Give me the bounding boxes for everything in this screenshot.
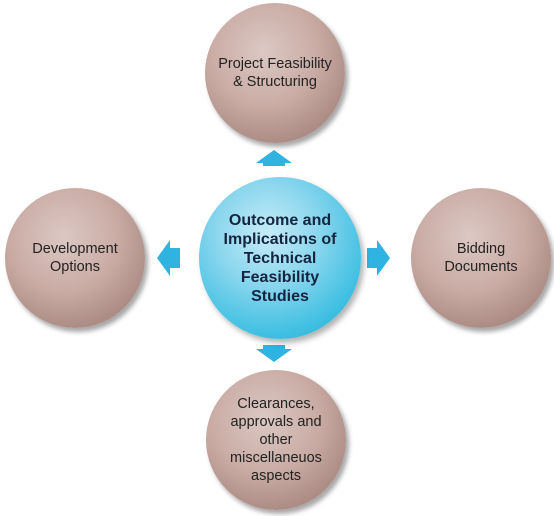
node-label: Development Options (32, 241, 118, 275)
node-label: Project Feasibility & Structuring (218, 56, 332, 90)
node-label: Bidding Documents (444, 241, 518, 275)
center-node: Outcome and Implications of Technical Fe… (199, 177, 361, 339)
arrow-down (256, 345, 292, 362)
node-project-feasibility: Project Feasibility & Structuring (205, 3, 345, 143)
node-development-options: Development Options (5, 188, 145, 328)
arrow-left (157, 240, 180, 276)
node-bidding-documents: Bidding Documents (411, 188, 551, 328)
node-label: Clearances, approvals and other miscella… (230, 396, 322, 484)
node-clearances: Clearances, approvals and other miscella… (206, 370, 346, 510)
center-label: Outcome and Implications of Technical Fe… (223, 211, 337, 305)
arrow-right (367, 240, 390, 276)
arrow-up (256, 150, 292, 166)
